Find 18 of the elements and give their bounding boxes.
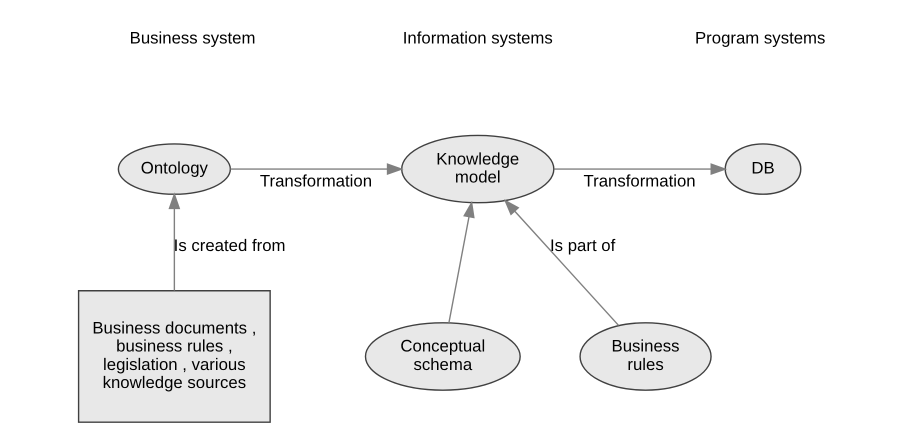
node-ellipse: Conceptual schema	[364, 322, 521, 391]
label: Information systems	[402, 28, 553, 48]
label: Program systems	[694, 28, 826, 48]
arrow	[554, 163, 728, 175]
node-box: Business documents , business rules , legislation , various knowledge sources	[78, 290, 271, 423]
arrow	[448, 200, 475, 324]
node-ellipse: DB	[724, 143, 802, 195]
edge-label: Transformation	[584, 172, 696, 191]
edge-label: Is created from	[174, 236, 286, 256]
arrow	[168, 192, 180, 290]
edge-label: Transformation	[260, 172, 372, 191]
edge-label: Is part of	[550, 236, 616, 256]
node-ellipse: Knowledge model	[401, 134, 555, 204]
node-ellipse: Business rules	[579, 322, 712, 391]
label: Business system	[130, 28, 256, 48]
arrow	[230, 163, 404, 175]
arrow	[504, 199, 620, 326]
node-ellipse: Ontology	[118, 143, 232, 195]
